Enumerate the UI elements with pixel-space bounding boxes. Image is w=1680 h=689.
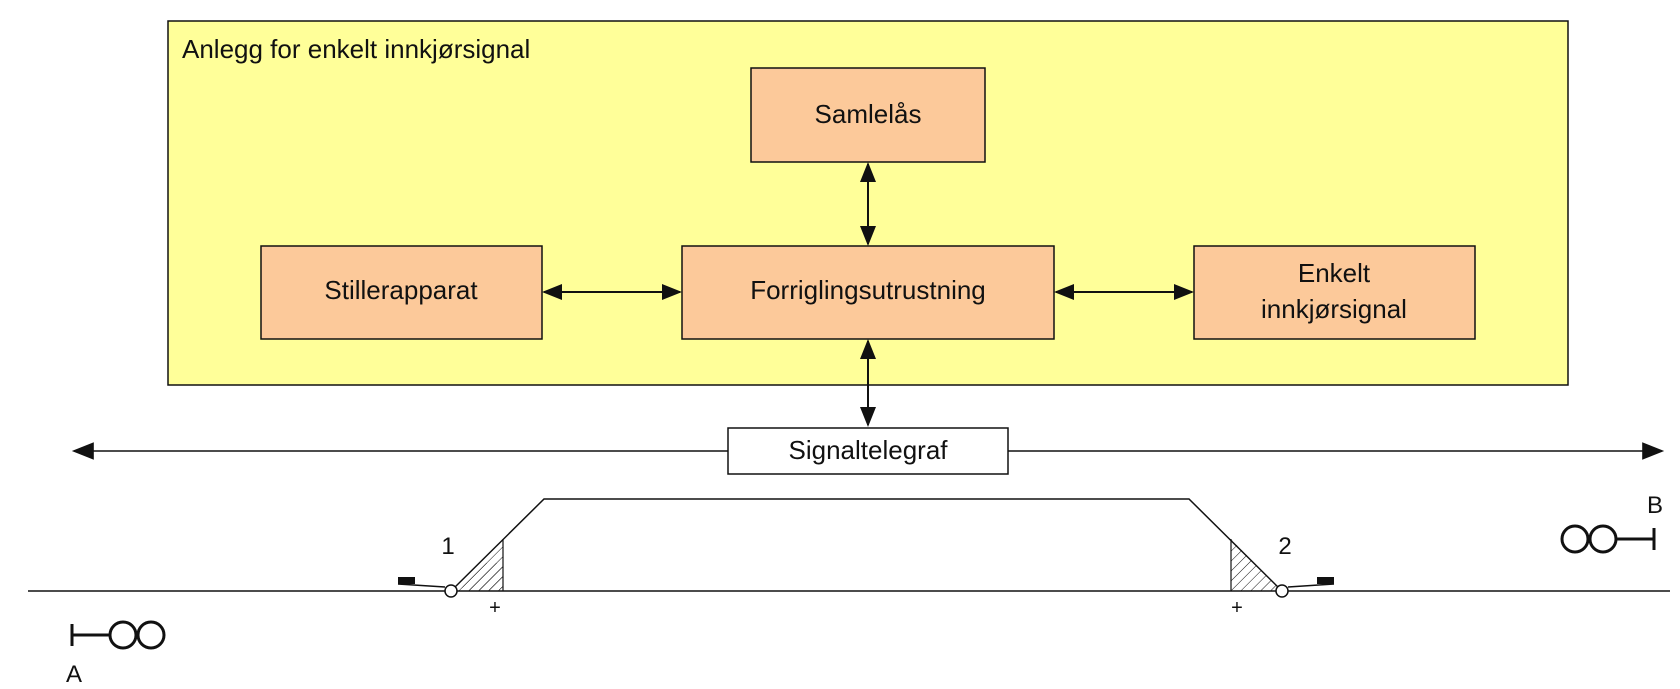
stillerapparat-box	[260, 245, 543, 340]
switch-2-plus: +	[1231, 597, 1243, 619]
switch-2-lever	[1287, 583, 1335, 588]
switch-2-hatch	[1231, 539, 1282, 591]
system-title: Anlegg for enkelt innkjørsignal	[182, 34, 530, 64]
telegraph-label: Signaltelegraf	[789, 435, 949, 465]
station-b-label: B	[1647, 492, 1663, 519]
innkjorsignal-label-line2: innkjørsignal	[1261, 294, 1407, 324]
siding-track	[450, 498, 1283, 592]
switch-1-plus: +	[489, 597, 501, 619]
switch-1-lever	[397, 583, 446, 588]
signal-a-icon	[70, 620, 166, 650]
stillerapparat-label: Stillerapparat	[324, 275, 478, 305]
innkjorsignal-box	[1193, 245, 1476, 340]
switch-1-point	[444, 584, 458, 598]
forrigling-box	[681, 245, 1055, 340]
forrigling-label: Forriglingsutrustning	[750, 275, 986, 305]
switch-2-label: 2	[1278, 533, 1291, 560]
switch-2-point	[1275, 584, 1289, 598]
switch-2-lever-block	[1317, 577, 1334, 584]
switch-1-hatch-clip	[451, 539, 503, 591]
innkjorsignal-label-line1: Enkelt	[1298, 258, 1371, 288]
station-a-label: A	[66, 661, 82, 688]
switch-1-label: 1	[441, 533, 454, 560]
telegraph-box	[727, 427, 1009, 475]
samlelas-box	[750, 67, 986, 163]
signal-b-icon	[1560, 524, 1656, 554]
samlelas-label: Samlelås	[815, 99, 922, 129]
switch-1-lever-block	[398, 577, 415, 584]
